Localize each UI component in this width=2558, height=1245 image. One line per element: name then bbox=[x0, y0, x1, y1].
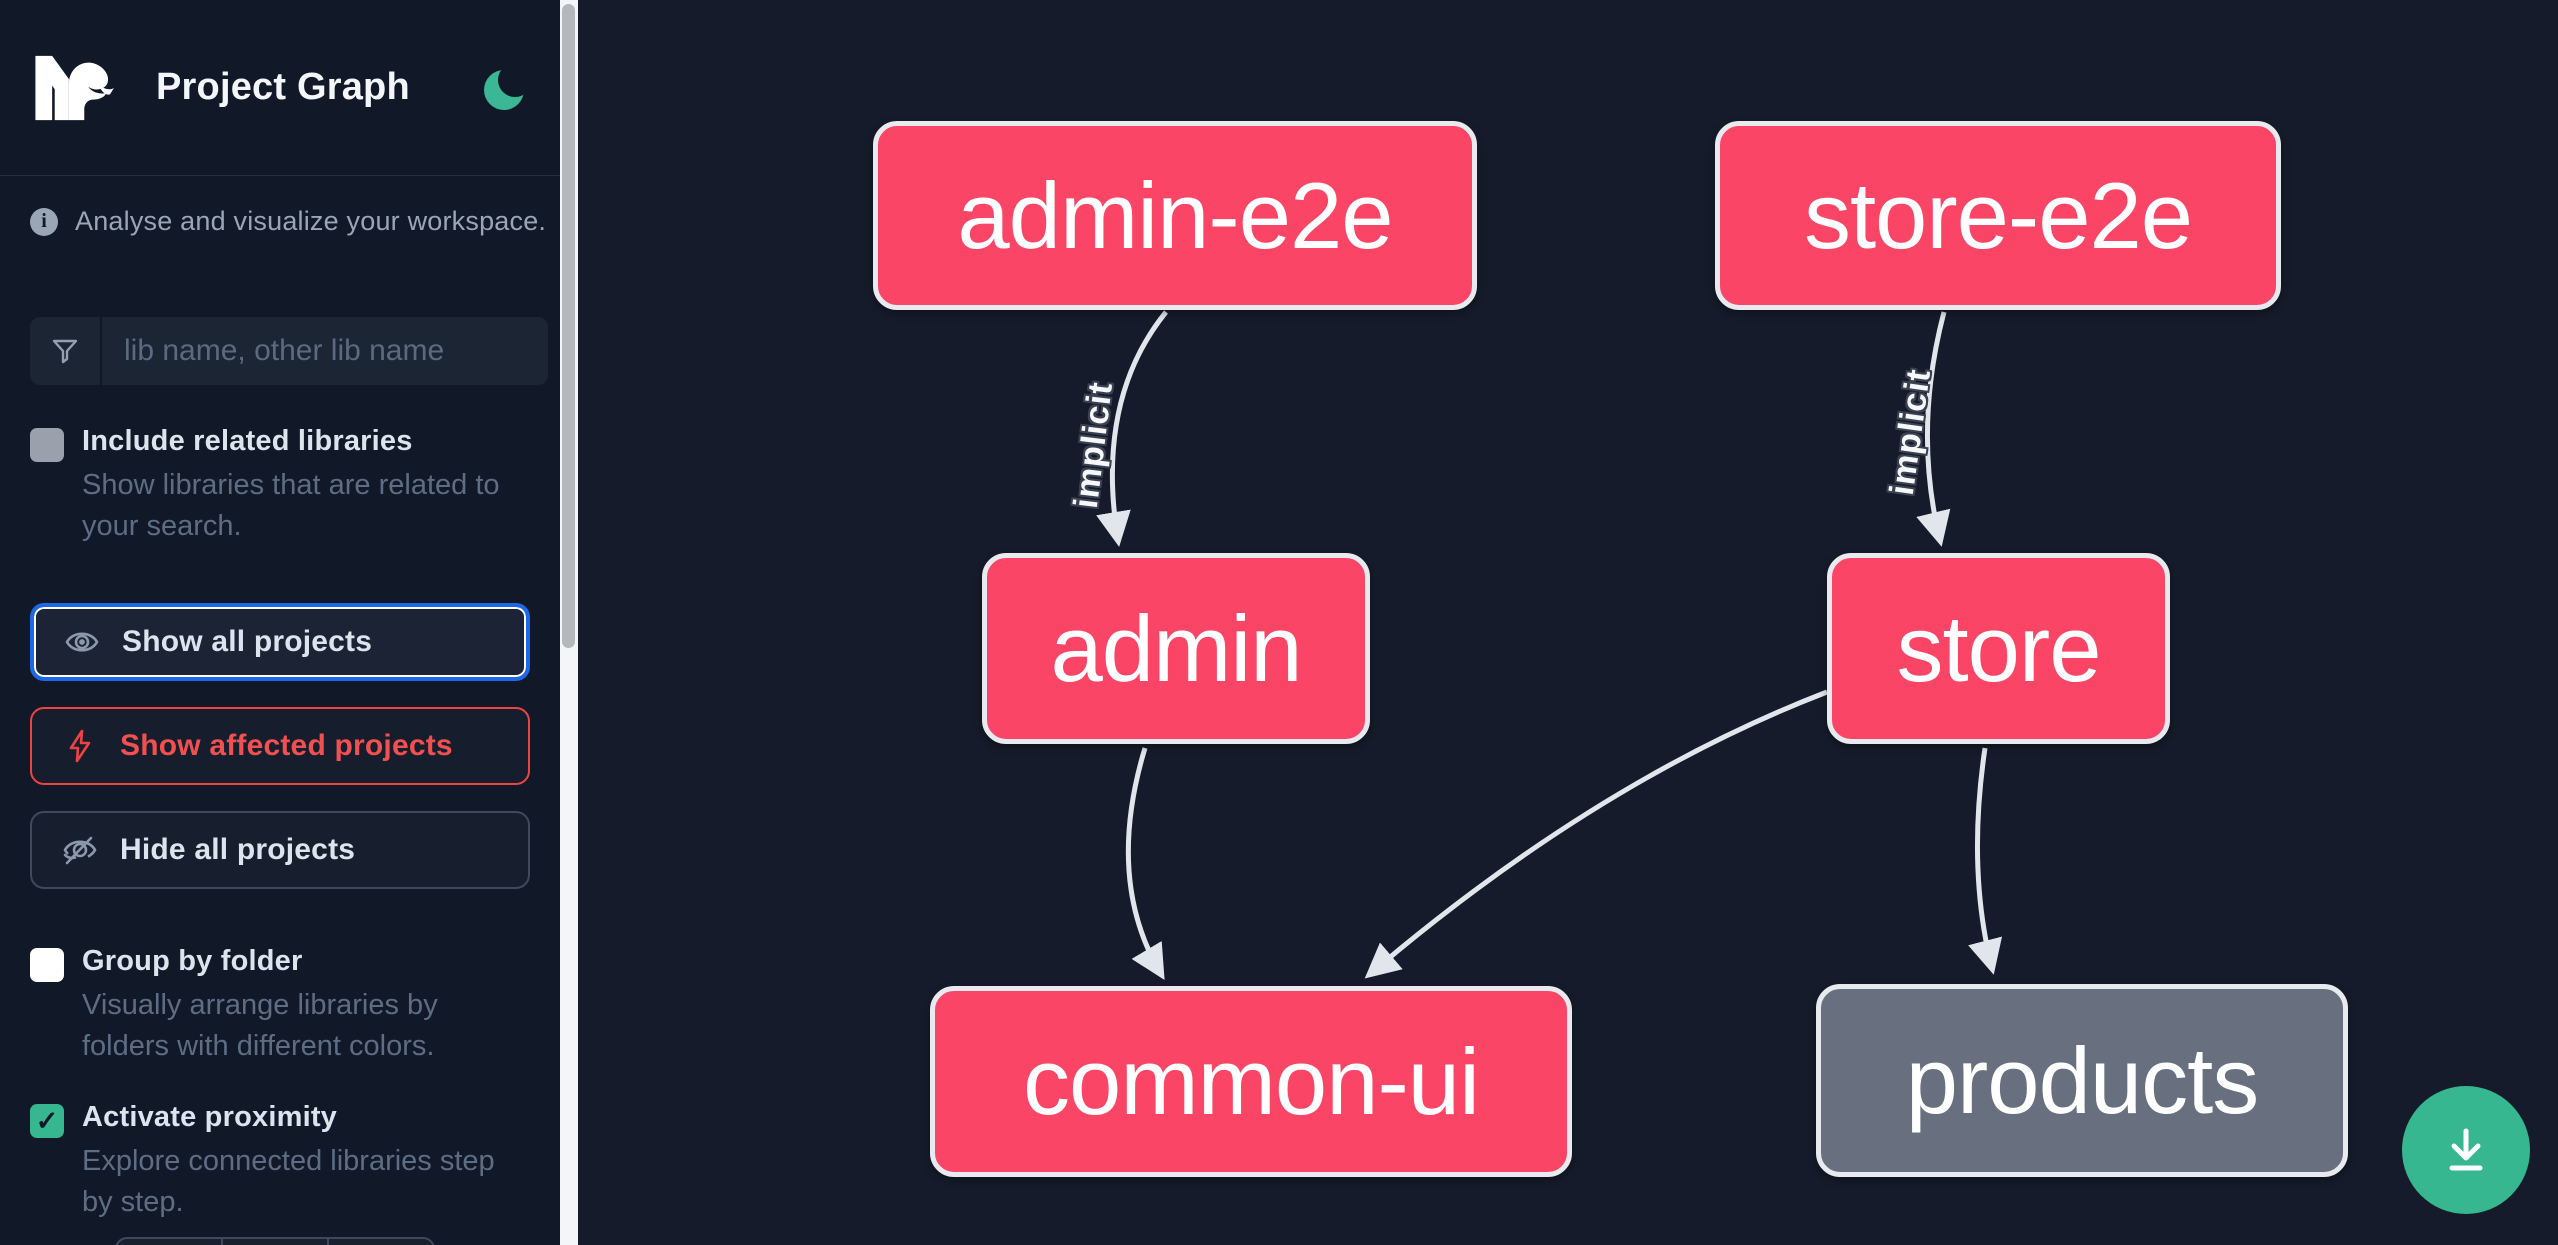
graph-node-store[interactable]: store bbox=[1827, 553, 2170, 744]
sidebar: Project Graph i Analyse and visualize yo… bbox=[0, 0, 578, 1245]
edge-admin-to-common-ui[interactable] bbox=[1125, 747, 1165, 981]
show-all-projects-button[interactable]: Show all projects bbox=[30, 603, 530, 681]
check-icon: ✓ bbox=[35, 1105, 59, 1136]
funnel-icon bbox=[30, 317, 102, 385]
checkbox-include-related[interactable] bbox=[30, 428, 64, 462]
toggle-group-by-folder: Group by folder Visually arrange librari… bbox=[30, 945, 548, 1067]
eye-off-icon bbox=[63, 836, 97, 865]
download-graph-button[interactable] bbox=[2402, 1086, 2530, 1214]
edge-store-e2e-to-store[interactable] bbox=[1916, 311, 1951, 547]
moon-icon bbox=[484, 62, 532, 110]
info-text: Analyse and visualize your workspace. bbox=[75, 206, 547, 236]
show-affected-projects-button[interactable]: Show affected projects bbox=[30, 707, 530, 785]
graph-node-admin[interactable]: admin bbox=[982, 553, 1370, 744]
stepper-segment[interactable] bbox=[223, 1239, 329, 1245]
filter-search-box bbox=[30, 317, 548, 385]
bolt-icon bbox=[69, 729, 91, 763]
edge-store-to-common-ui[interactable] bbox=[1364, 689, 1828, 979]
info-icon: i bbox=[30, 207, 58, 236]
graph-node-store-e2e[interactable]: store-e2e bbox=[1715, 121, 2281, 310]
toggle-label[interactable]: Activate proximity bbox=[82, 1101, 338, 1133]
edge-store-to-products[interactable] bbox=[1968, 747, 2003, 975]
page-title: Project Graph bbox=[156, 66, 410, 108]
toggle-description: Show libraries that are related to your … bbox=[82, 469, 500, 542]
proximity-stepper-control[interactable] bbox=[115, 1237, 435, 1245]
hide-all-projects-button[interactable]: Hide all projects bbox=[30, 811, 530, 889]
theme-toggle-button[interactable] bbox=[478, 60, 534, 116]
button-label: Hide all projects bbox=[120, 833, 356, 866]
graph-node-products[interactable]: products bbox=[1816, 984, 2348, 1177]
graph-node-common-ui[interactable]: common-ui bbox=[930, 986, 1572, 1177]
toggle-label[interactable]: Group by folder bbox=[82, 945, 303, 977]
download-icon bbox=[2449, 1128, 2483, 1171]
button-label: Show affected projects bbox=[120, 729, 453, 762]
search-input[interactable] bbox=[102, 317, 548, 385]
toggle-label[interactable]: Include related libraries bbox=[82, 425, 413, 457]
nx-logo-icon bbox=[35, 55, 114, 120]
sidebar-header: Project Graph bbox=[0, 0, 578, 176]
toggle-include-related: Include related libraries Show libraries… bbox=[30, 425, 548, 547]
graph-node-admin-e2e[interactable]: admin-e2e bbox=[873, 121, 1477, 310]
project-buttons: Show all projects Show affected projects… bbox=[30, 603, 548, 889]
workspace-info: i Analyse and visualize your workspace. bbox=[30, 206, 548, 237]
sidebar-scrollbar-track[interactable] bbox=[560, 0, 578, 1245]
toggle-description: Visually arrange libraries by folders wi… bbox=[82, 989, 438, 1062]
stepper-segment[interactable] bbox=[117, 1239, 223, 1245]
eye-icon bbox=[65, 632, 99, 652]
button-label: Show all projects bbox=[122, 625, 373, 658]
toggle-description: Explore connected libraries step by step… bbox=[82, 1145, 495, 1218]
stepper-segment[interactable] bbox=[329, 1239, 433, 1245]
sidebar-scrollbar-thumb[interactable] bbox=[562, 4, 575, 648]
toggle-activate-proximity: ✓ Activate proximity Explore connected l… bbox=[30, 1101, 548, 1223]
checkbox-group-by-folder[interactable] bbox=[30, 948, 64, 982]
edges-layer bbox=[1096, 310, 2003, 981]
checkbox-activate-proximity[interactable]: ✓ bbox=[30, 1104, 64, 1138]
edge-admin-e2e-to-admin[interactable] bbox=[1096, 310, 1168, 547]
